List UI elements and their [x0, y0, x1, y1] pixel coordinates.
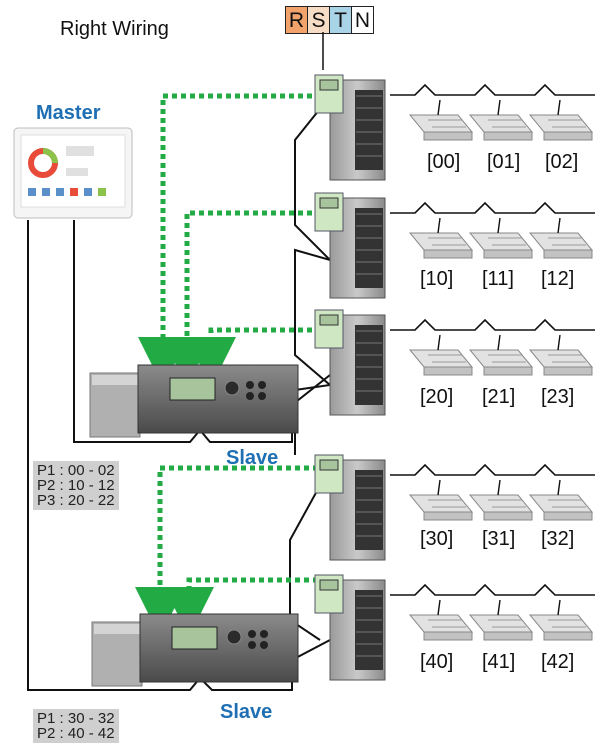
ceiling-cassette-unit [408, 334, 474, 376]
ceiling-cassette-unit [528, 479, 594, 521]
phase-t: T [330, 7, 352, 33]
indoor-id: [31] [482, 528, 516, 550]
ceiling-cassette-unit [408, 479, 474, 521]
indoor-comm-wire [390, 318, 595, 331]
indoor-id: [23] [541, 386, 575, 408]
outdoor-unit [314, 574, 386, 681]
phase-s: S [308, 7, 330, 33]
outdoor-unit [314, 309, 386, 416]
indoor-id: [42] [541, 651, 575, 673]
outdoor-unit [314, 454, 386, 561]
indoor-comm-wire [390, 83, 595, 96]
ceiling-cassette-unit [528, 217, 594, 259]
slave2-label: Slave [220, 701, 273, 723]
indoor-id: [20] [420, 386, 454, 408]
indoor-comm-wire [390, 463, 595, 476]
port-line: P1 : 30 - 32 [37, 710, 115, 727]
ceiling-cassette-unit [468, 479, 534, 521]
indoor-id: [02] [545, 151, 579, 173]
indoor-id: [30] [420, 528, 454, 550]
indoor-id: [40] [420, 651, 454, 673]
power-terminal-rstn: R S T N [285, 6, 374, 34]
comm-link-p3 [186, 327, 312, 387]
odu-trunk-wire [294, 104, 334, 455]
slave1-port-list: P1 : 00 - 02 P2 : 10 - 12 P3 : 20 - 22 [33, 461, 119, 510]
ceiling-cassette-unit [528, 599, 594, 641]
ceiling-cassette-unit [468, 334, 534, 376]
ceiling-cassette-unit [468, 599, 534, 641]
indoor-id: [01] [487, 151, 521, 173]
slave2-port-list: P1 : 30 - 32 P2 : 40 - 42 [33, 709, 119, 743]
indoor-id: [11] [482, 268, 514, 290]
phase-n: N [352, 7, 373, 33]
indoor-id: [10] [420, 268, 454, 290]
port-line: P3 : 20 - 22 [37, 492, 115, 509]
ceiling-cassette-unit [468, 217, 534, 259]
comm-link-s2-p1 [135, 465, 318, 637]
comm-link-s2-p2 [164, 577, 318, 637]
slave1-controller-device [89, 364, 299, 438]
ceiling-cassette-unit [408, 599, 474, 641]
phase-r: R [286, 7, 308, 33]
indoor-id: [21] [482, 386, 516, 408]
slave2-controller-device [91, 613, 299, 687]
port-line: P2 : 10 - 12 [37, 477, 115, 494]
ceiling-cassette-unit [528, 99, 594, 141]
comm-link-p1 [138, 93, 312, 387]
outdoor-unit [314, 192, 386, 299]
comm-link-p2 [162, 210, 312, 387]
port-line: P2 : 40 - 42 [37, 725, 115, 742]
ceiling-cassette-unit [528, 334, 594, 376]
ceiling-cassette-unit [408, 99, 474, 141]
diagram-title: Right Wiring [60, 18, 169, 40]
ceiling-cassette-unit [408, 217, 474, 259]
indoor-comm-wire [390, 583, 595, 596]
port-line: P1 : 00 - 02 [37, 462, 115, 479]
indoor-comm-wire [390, 201, 595, 214]
master-controller-device [13, 127, 133, 219]
indoor-id: [12] [541, 268, 575, 290]
outdoor-unit [314, 74, 386, 181]
slave1-label: Slave [226, 447, 279, 469]
indoor-id: [32] [541, 528, 575, 550]
indoor-id: [00] [427, 151, 461, 173]
ceiling-cassette-unit [468, 99, 534, 141]
indoor-id: [41] [482, 651, 516, 673]
master-label: Master [36, 102, 101, 124]
